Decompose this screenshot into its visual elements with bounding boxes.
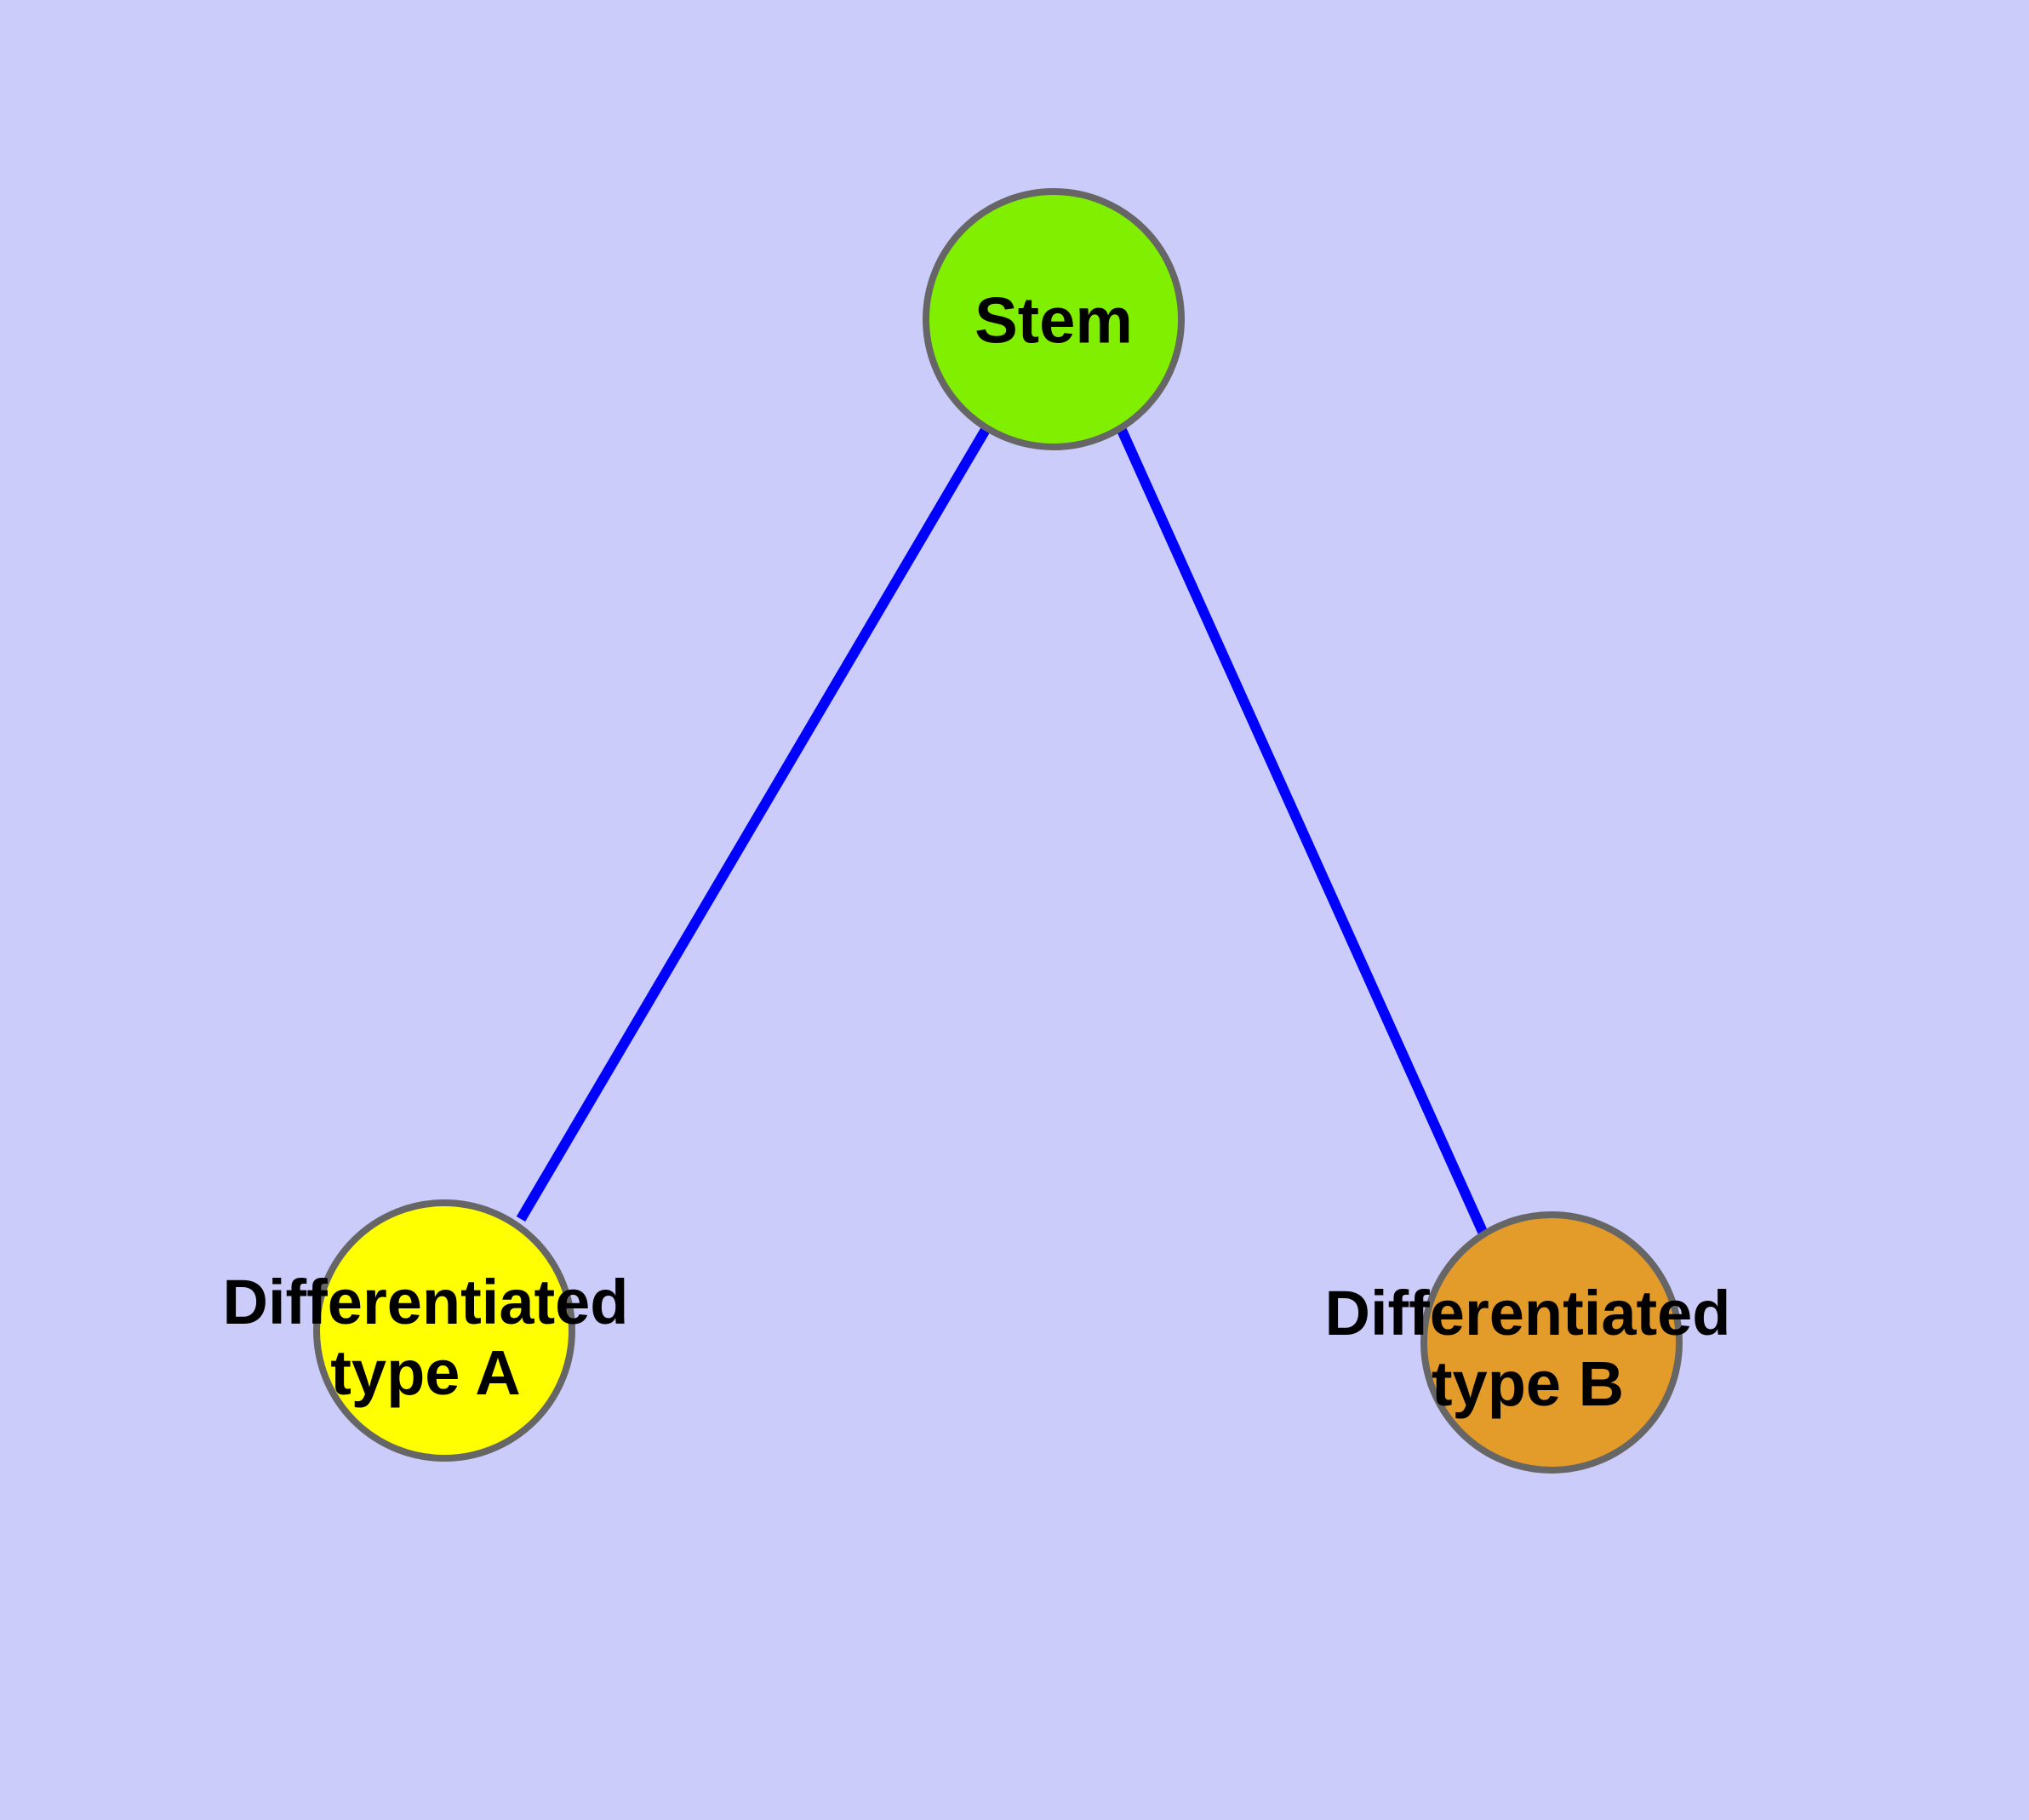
edge-layer xyxy=(516,425,1488,1234)
node-differentiated-type-a-circle[interactable] xyxy=(313,1199,575,1462)
edge-stem-to-type-b xyxy=(1116,426,1488,1234)
node-layer xyxy=(313,188,1683,1474)
node-stem-circle[interactable] xyxy=(923,188,1185,450)
node-differentiated-type-b-circle[interactable] xyxy=(1420,1211,1683,1474)
edge-stem-to-type-a xyxy=(516,425,992,1222)
